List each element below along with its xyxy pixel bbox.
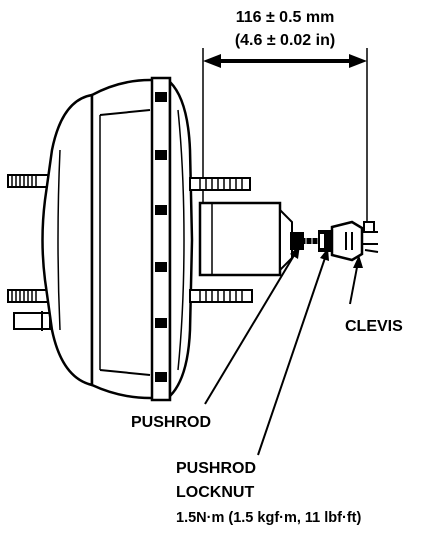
clevis-label: CLEVIS — [345, 318, 403, 335]
locknut-label-line1: PUSHROD — [176, 460, 256, 477]
pushrod-assembly — [290, 230, 332, 252]
dimension-arrow-right — [349, 54, 367, 68]
pushrod-base — [290, 232, 304, 250]
mounting-studs-right — [189, 177, 253, 303]
booster-rear-boot — [198, 201, 293, 277]
locknut-label-line2: LOCKNUT — [176, 484, 254, 501]
clevis — [330, 220, 379, 262]
pushrod-label: PUSHROD — [131, 414, 211, 431]
dimension-arrow-left — [203, 54, 221, 68]
locknut-torque-spec: 1.5N·m (1.5 kgf·m, 11 lbf·ft) — [176, 510, 361, 526]
leader-lines — [204, 245, 363, 456]
dimension-mm: 116 ± 0.5 mm — [236, 9, 335, 26]
booster-rear-shell — [168, 78, 194, 400]
mounting-studs-left — [7, 174, 51, 331]
booster-flange — [150, 76, 172, 402]
pushrod-length-dimension: 116 ± 0.5 mm (4.6 ± 0.02 in) — [202, 9, 368, 270]
dimension-in: (4.6 ± 0.02 in) — [235, 32, 335, 49]
booster-front-shell — [41, 93, 94, 387]
